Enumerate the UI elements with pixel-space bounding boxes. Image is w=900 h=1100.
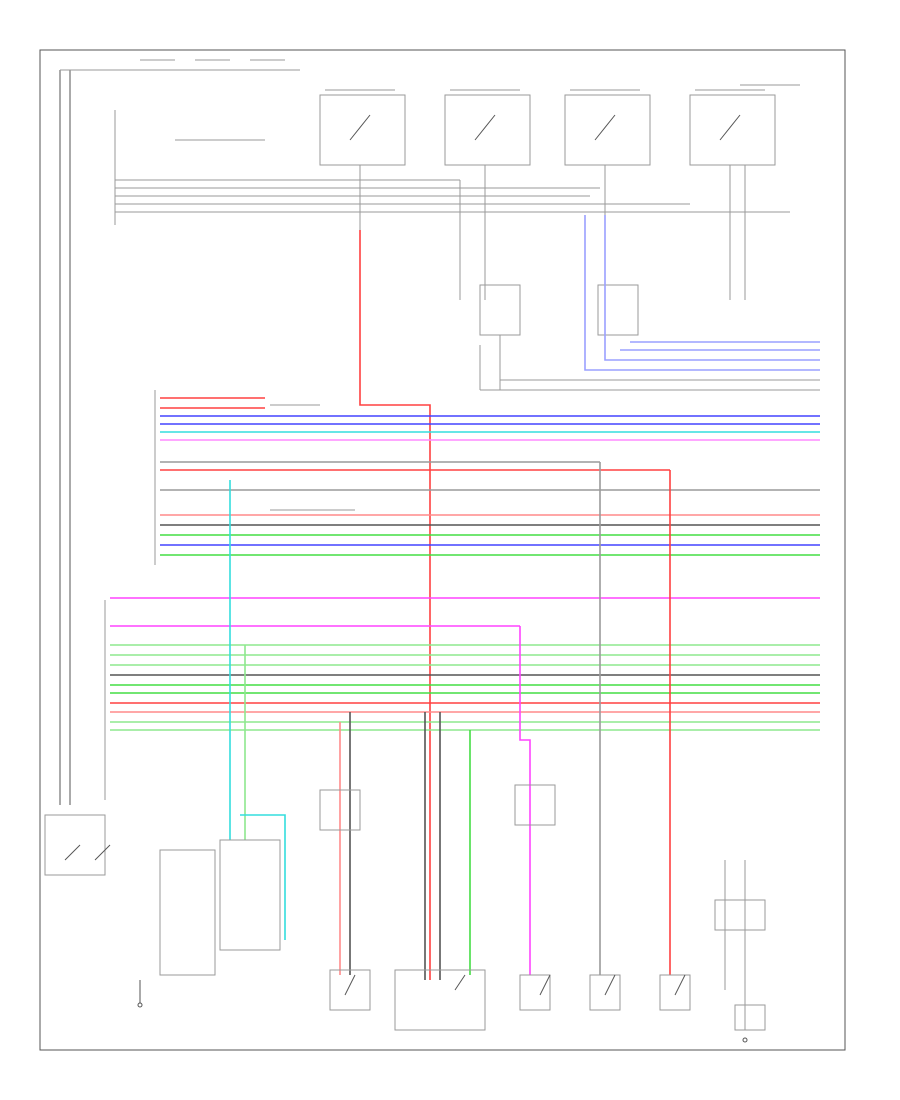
switch-symbols-bottom	[64, 844, 686, 996]
door-motor-upper	[479, 284, 820, 391]
bottom-components	[44, 784, 766, 1031]
upper-right-blue-harness	[584, 215, 820, 371]
label-marks	[140, 59, 765, 511]
window-switch-top-row	[319, 84, 800, 166]
top-bus-lines	[115, 179, 790, 213]
ground-symbols	[137, 980, 748, 1043]
top-switch-drops	[359, 165, 746, 300]
red-feed-wire	[359, 230, 431, 980]
horizontal-color-wires	[110, 397, 820, 731]
diagram-frame	[39, 49, 846, 1051]
left-connector-strip	[59, 69, 300, 805]
vertical-drops	[229, 462, 746, 1030]
